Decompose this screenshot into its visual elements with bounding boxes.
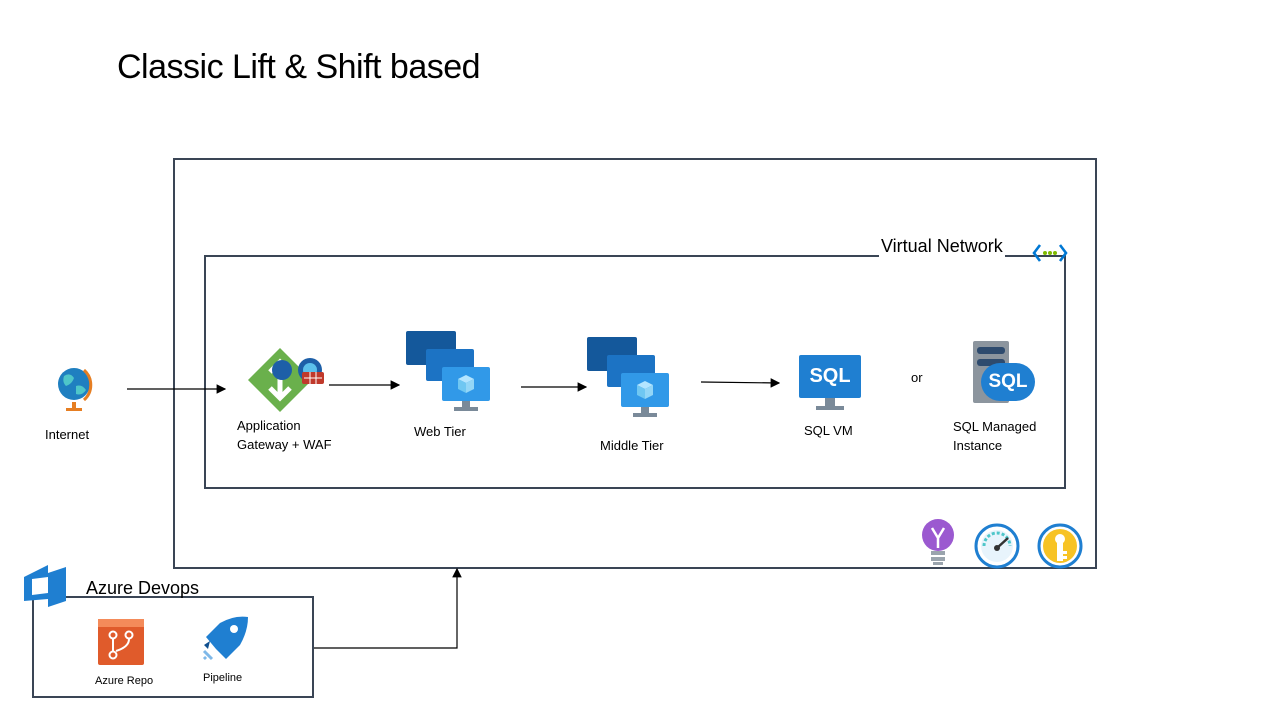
app-gateway-label-line1: Application — [237, 418, 301, 433]
azure-repo-label: Azure Repo — [95, 675, 154, 687]
lightbulb-icon — [922, 519, 954, 565]
app-gateway-label-line2: Gateway + WAF — [237, 437, 332, 452]
sql-vm-icon-text: SQL — [799, 355, 861, 398]
sql-mi-label-line1: SQL Managed — [953, 419, 1037, 434]
azure-devops-label: Azure Devops — [86, 578, 200, 598]
or-label: or — [911, 370, 923, 385]
sql-mi-label-line2: Instance — [953, 438, 1003, 453]
sql-vm-icon: SQL — [799, 355, 861, 413]
virtual-machines-icon — [587, 337, 669, 417]
sql-managed-instance-icon: SQL — [971, 341, 1037, 405]
speedometer-icon — [974, 523, 1020, 569]
pipeline-label: Pipeline — [203, 672, 243, 684]
virtual-network-boundary — [204, 255, 1066, 489]
arrow-devops-deploy — [314, 567, 462, 649]
middle-tier-label: Middle Tier — [600, 438, 664, 453]
resource-group-boundary — [173, 158, 1097, 569]
application-gateway-icon — [248, 348, 324, 412]
pipeline-icon — [202, 616, 248, 661]
internet-label: Internet — [45, 427, 90, 442]
azure-repo-icon — [98, 619, 144, 665]
azure-devops-boundary — [32, 596, 314, 698]
key-vault-icon — [1037, 523, 1083, 569]
sql-vm-label: SQL VM — [804, 423, 853, 438]
app-gateway-label: Application Gateway + WAF — [237, 416, 332, 454]
virtual-network-label: Virtual Network — [879, 236, 1005, 257]
sql-mi-label: SQL Managed Instance — [953, 417, 1036, 455]
page-title: Classic Lift & Shift based — [117, 48, 481, 86]
globe-icon — [58, 368, 93, 411]
virtual-network-icon — [1032, 244, 1068, 262]
azure-devops-icon — [24, 565, 66, 607]
virtual-machines-icon — [406, 331, 490, 411]
sql-mi-icon-text: SQL — [981, 363, 1035, 401]
web-tier-label: Web Tier — [414, 424, 466, 439]
